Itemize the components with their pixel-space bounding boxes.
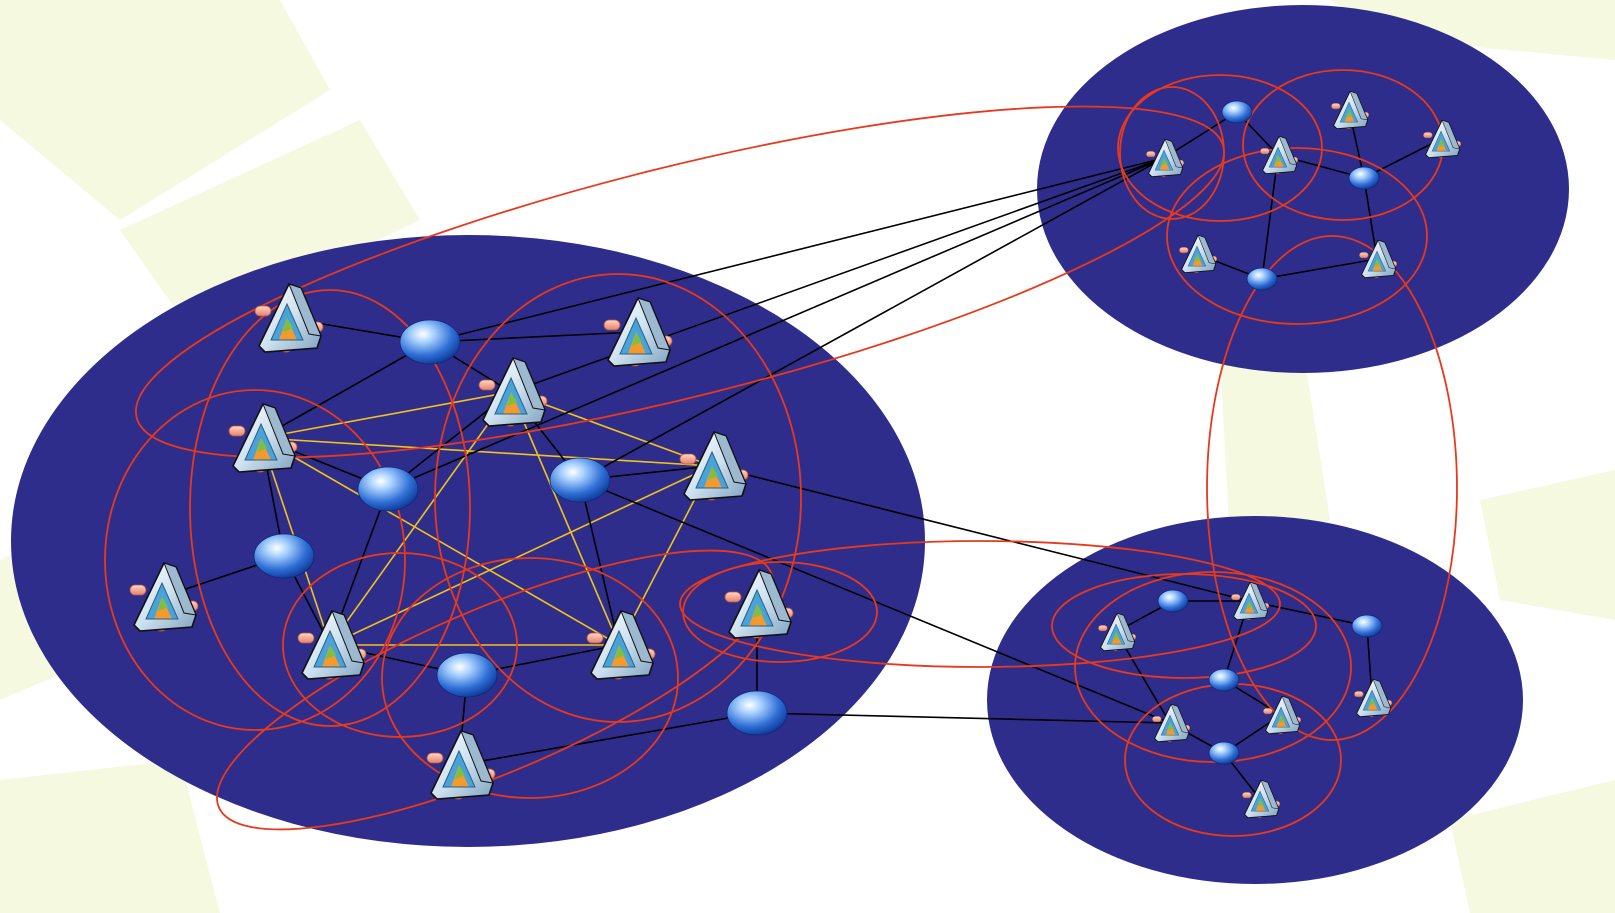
overlay-ring — [282, 552, 518, 738]
overlay-ring — [1117, 74, 1323, 222]
watermark-band — [1330, 0, 1615, 60]
peer-device-icon — [254, 283, 324, 353]
peer-node-layer — [129, 90, 1462, 819]
sphere-router-icon — [436, 652, 498, 698]
overlay-ring — [381, 557, 679, 799]
physical-link — [1163, 111, 1238, 159]
physical-link — [1261, 154, 1279, 280]
overlay-ring — [1074, 571, 1352, 763]
physical-link — [579, 157, 1165, 481]
mesh-link — [329, 465, 713, 646]
physical-link — [756, 712, 1171, 724]
physical-link — [458, 712, 758, 766]
peer-device-icon — [1354, 678, 1393, 718]
sphere-router-icon — [1208, 668, 1240, 692]
watermark-band — [0, 760, 220, 913]
sphere-router-icon — [726, 690, 788, 736]
physical-link — [260, 341, 431, 439]
peer-device-icon — [228, 403, 298, 473]
sphere-router-icon — [1348, 166, 1380, 190]
sphere-router-icon — [549, 457, 611, 503]
overlay-ring — [1119, 86, 1225, 220]
overlay-ring — [189, 289, 471, 727]
peer-device-icon — [1231, 581, 1270, 621]
peer-device-icon — [586, 610, 656, 680]
top-right-cluster — [1037, 5, 1569, 373]
peer-device-icon — [1331, 90, 1370, 130]
peer-device-icon — [478, 357, 548, 427]
mesh-link — [260, 437, 620, 646]
peer-device-icon — [1152, 703, 1191, 743]
physical-link — [429, 331, 637, 343]
physical-link — [1261, 258, 1378, 280]
physical-link — [1363, 177, 1378, 260]
watermark-band — [120, 120, 420, 330]
peer-device-icon — [1146, 138, 1185, 178]
watermark-band — [1480, 470, 1615, 620]
peer-device-icon — [679, 431, 749, 501]
router-node-layer — [253, 100, 1383, 765]
mesh-link — [329, 391, 512, 646]
peer-device-icon — [426, 730, 496, 800]
overlay-ring — [1206, 235, 1458, 741]
physical-link — [579, 479, 620, 646]
peer-device-icon — [1179, 234, 1218, 274]
overlay-ring — [679, 540, 1281, 668]
peer-device-icon — [1098, 612, 1137, 652]
peer-device-icon — [1260, 135, 1299, 175]
overlay-ring — [1166, 147, 1428, 325]
sphere-router-icon — [1351, 614, 1383, 638]
sphere-router-icon — [1246, 267, 1278, 291]
bottom-right-cluster — [987, 516, 1523, 884]
mesh-link — [260, 391, 512, 439]
sphere-router-icon — [253, 533, 315, 579]
sphere-router-icon — [1208, 741, 1240, 765]
peer-device-icon — [603, 297, 673, 367]
peer-device-icon — [1359, 239, 1398, 279]
overlay-ring — [104, 389, 406, 731]
peer-device-icon — [297, 610, 367, 680]
peer-device-icon — [1242, 779, 1281, 819]
sphere-router-icon — [357, 466, 419, 512]
peer-device-icon — [129, 562, 199, 632]
mesh-link — [510, 391, 620, 646]
physical-link — [429, 157, 1165, 343]
sphere-router-icon — [1157, 589, 1189, 613]
peer-device-icon — [1423, 119, 1462, 159]
watermark-band — [1220, 330, 1330, 540]
watermark-band — [0, 0, 330, 220]
mesh-link — [260, 437, 713, 467]
sphere-router-icon — [399, 319, 461, 365]
peer-device-icon — [1263, 695, 1302, 735]
peer-device-icon — [724, 569, 794, 639]
physical-link — [1363, 138, 1442, 179]
watermark-band — [1450, 780, 1615, 913]
sphere-router-icon — [1221, 100, 1253, 124]
overlay-ring — [216, 549, 774, 831]
